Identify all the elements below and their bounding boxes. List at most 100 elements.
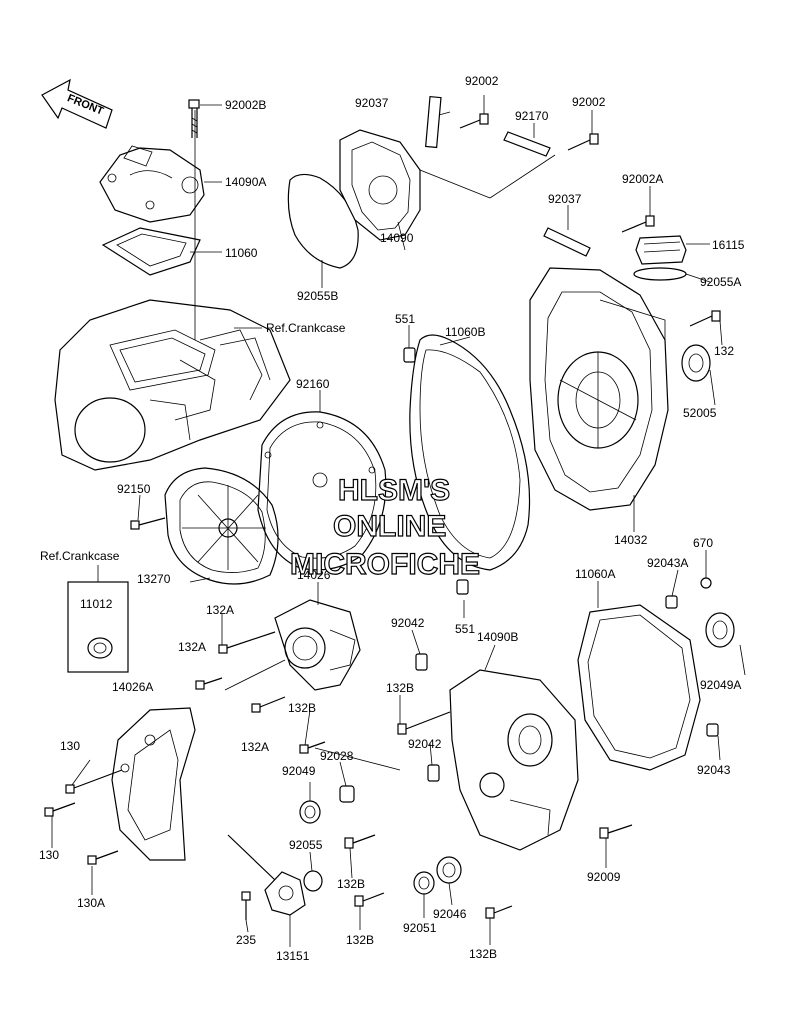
collar-92028 (339, 785, 355, 803)
bolt-92002-2 (567, 133, 599, 151)
label-92037-top: 92037 (355, 96, 389, 110)
label-13270: 13270 (137, 572, 171, 586)
label-132a-1: 132A (206, 603, 234, 617)
label-92042-1: 92042 (391, 616, 425, 630)
bolt-132a-2 (195, 677, 223, 690)
label-14090: 14090 (380, 231, 414, 245)
bolt-130-2 (44, 802, 76, 817)
bolt-130-1 (65, 769, 123, 794)
ref-crankcase-left: Ref.Crankcase (40, 549, 120, 563)
label-132b-3: 132B (337, 877, 365, 891)
watermark-line-3: MICROFICHE (290, 548, 480, 581)
pin-92170 (503, 131, 551, 157)
label-130a: 130A (77, 896, 105, 910)
gasket-92160 (257, 411, 387, 571)
gasket-11060b (409, 334, 531, 571)
label-92002b: 92002B (225, 98, 266, 112)
bolt-132a-1 (218, 631, 276, 654)
crankcase-reference (54, 299, 291, 471)
cover-14026a (111, 707, 196, 861)
label-92042-2: 92042 (408, 737, 442, 751)
inset-seal-box: 11012 (67, 565, 129, 673)
label-11060b: 11060B (445, 325, 485, 339)
label-13151: 13151 (276, 949, 310, 963)
dowel-551-1 (403, 347, 416, 363)
bolt-132b-5 (485, 905, 513, 919)
label-92043: 92043 (697, 763, 731, 777)
bolt-92002b (188, 99, 200, 138)
gasket-11060a (577, 604, 701, 771)
bolt-132 (689, 310, 721, 327)
pin-92042-2 (427, 764, 440, 782)
label-92002-top: 92002 (465, 74, 499, 88)
bolt-92009 (599, 824, 633, 839)
bolt-132a-3 (251, 696, 286, 713)
label-14090b: 14090B (477, 630, 518, 644)
bearing-92046 (436, 856, 462, 884)
bolt-92002a (621, 215, 655, 233)
label-132b-2: 132B (288, 701, 316, 715)
label-235: 235 (236, 933, 256, 947)
label-14032: 14032 (614, 533, 648, 547)
label-92046: 92046 (433, 907, 467, 921)
label-92002a: 92002A (622, 172, 663, 186)
watermark-line-2: ONLINE (333, 510, 446, 543)
label-132a-3: 132A (241, 740, 269, 754)
gasket-92055b (287, 173, 359, 269)
front-arrow-icon: FRONT (41, 78, 113, 129)
label-92009: 92009 (587, 870, 621, 884)
label-11060: 11060 (225, 246, 258, 260)
label-670: 670 (693, 536, 713, 550)
screw-235 (241, 891, 251, 920)
oring-670 (700, 577, 712, 589)
bolt-92150 (130, 517, 166, 530)
watermark: HLSM'S ONLINE MICROFICHE (289, 473, 480, 581)
oring-92055a (633, 267, 687, 281)
cover-14032 (529, 267, 669, 511)
dowel-551-2 (456, 579, 469, 595)
cover-14090 (339, 129, 421, 241)
ref-crankcase-top: Ref.Crankcase (266, 321, 346, 335)
plate-92037-2 (543, 227, 591, 257)
label-92051: 92051 (403, 921, 437, 935)
label-132b-5: 132B (469, 947, 497, 961)
label-92028: 92028 (320, 749, 354, 763)
label-92170: 92170 (515, 109, 549, 123)
label-551-top: 551 (395, 312, 415, 326)
seal-92051 (413, 871, 435, 895)
label-130-1: 130 (60, 739, 80, 753)
holder-13151 (227, 834, 306, 916)
bolt-132b-1 (299, 741, 326, 754)
label-16115: 16115 (712, 238, 745, 252)
bolt-132b-3 (344, 834, 376, 849)
seal-92049 (299, 800, 321, 824)
label-92150: 92150 (117, 482, 151, 496)
label-132: 132 (714, 344, 734, 358)
pin-92042-1 (415, 653, 428, 671)
label-130-2: 130 (39, 848, 59, 862)
label-92043a: 92043A (647, 556, 688, 570)
bolt-132b-4 (354, 892, 385, 907)
seal-92049a (705, 612, 735, 648)
label-92160: 92160 (296, 377, 330, 391)
label-551-bottom: 551 (455, 622, 475, 636)
bolt-132b-2 (397, 711, 451, 735)
part-labels: 92002B 14090A 11060 92037 92002 92170 92… (39, 74, 745, 963)
bolt-92002-1 (459, 113, 489, 129)
plug-92043 (706, 723, 719, 737)
label-132b-1: 132B (386, 681, 414, 695)
label-132a-2: 132A (178, 640, 206, 654)
oring-92055 (303, 870, 323, 892)
label-92055b: 92055B (297, 289, 338, 303)
label-52005: 52005 (683, 406, 717, 420)
bolt-130a (87, 850, 119, 865)
label-92049a: 92049A (700, 678, 741, 692)
label-92055a: 92055A (700, 275, 741, 289)
label-92002-right: 92002 (572, 95, 606, 109)
bolt-92043a (665, 595, 678, 609)
plate-92037-1 (425, 96, 442, 149)
label-14026a: 14026A (112, 680, 153, 694)
label-14090a: 14090A (225, 175, 266, 189)
cap-16115 (635, 235, 687, 265)
